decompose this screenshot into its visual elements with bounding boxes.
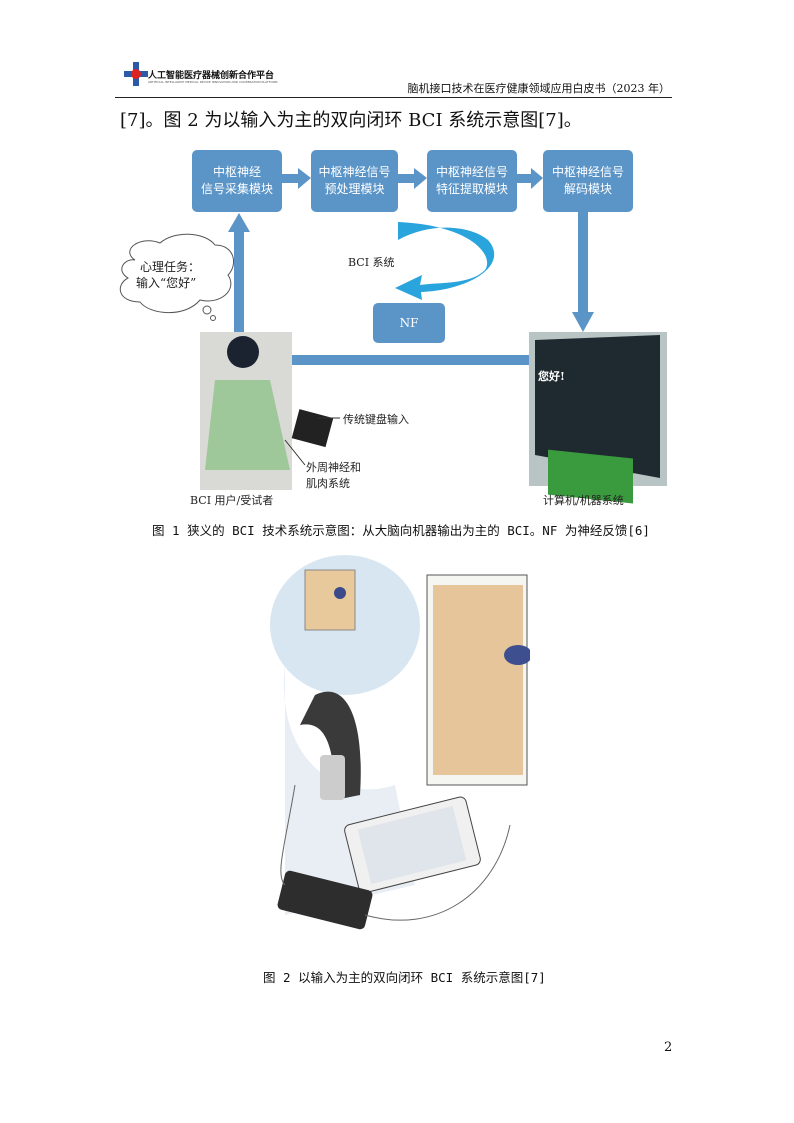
thought-text-2: 输入“您好” bbox=[136, 276, 197, 290]
body-text: [7]。图 2 为以输入为主的双向闭环 BCI 系统示意图[7]。 bbox=[120, 110, 582, 131]
handheld-controller bbox=[277, 870, 373, 930]
brain-inset-source bbox=[304, 569, 356, 631]
screen-text: 您好! bbox=[538, 370, 565, 383]
feedback-curve-arrow bbox=[395, 222, 495, 300]
logo-text: 人工智能医疗器械创新合作平台 bbox=[148, 71, 275, 81]
thought-text-1: 心理任务： bbox=[140, 260, 201, 274]
preprocessing-module: 中枢神经信号预处理模块 bbox=[311, 150, 398, 212]
bci-system-label: BCI 系统 bbox=[348, 256, 395, 269]
user-label: BCI 用户/受试者 bbox=[190, 494, 274, 507]
page-number: 2 bbox=[664, 1040, 673, 1055]
headset-strap bbox=[300, 691, 361, 800]
machine-label: 计算机/机器系统 bbox=[543, 494, 624, 507]
figure1-caption: 图 1 狭义的 BCI 技术系统示意图：从大脑向机器输出为主的 BCI。NF 为… bbox=[152, 523, 650, 538]
implant-device bbox=[504, 645, 530, 665]
feature-extraction-module: 中枢神经信号特征提取模块 bbox=[427, 150, 517, 212]
figure2-illustration bbox=[270, 555, 530, 930]
signal-acquisition-module: 中枢神经信号采集模块 bbox=[192, 150, 282, 212]
figure1-arrows bbox=[119, 168, 667, 504]
keyboard-image bbox=[291, 409, 334, 448]
nf-box: NF bbox=[373, 303, 445, 343]
logo-subtext: ARTIFICIAL INTELLIGENT MEDICAL DEVICE IN… bbox=[148, 80, 278, 84]
thought-cloud bbox=[119, 233, 235, 314]
header-rule bbox=[115, 97, 672, 98]
nerve-label-2: 肌肉系统 bbox=[306, 477, 350, 490]
nerve-label-1: 外周神经和 bbox=[306, 461, 361, 474]
keyboard-label: 传统键盘输入 bbox=[343, 413, 409, 426]
figure2-caption: 图 2 以输入为主的双向闭环 BCI 系统示意图[7] bbox=[263, 970, 546, 985]
header-doc-title: 脑机接口技术在医疗健康领域应用白皮书（2023 年） bbox=[407, 82, 671, 95]
decoding-module: 中枢神经信号解码模块 bbox=[543, 150, 633, 212]
platform-logo-icon bbox=[124, 62, 148, 86]
